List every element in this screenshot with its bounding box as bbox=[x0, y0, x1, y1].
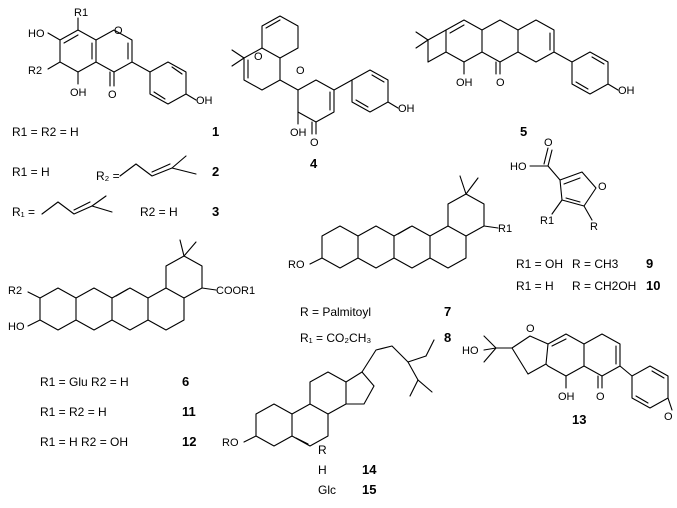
caption-10-b: R = CH2OH bbox=[572, 279, 636, 293]
coor1-label: COOR1 bbox=[216, 285, 255, 297]
oh-label: OH bbox=[558, 391, 575, 403]
compound-number-14: 14 bbox=[362, 462, 377, 477]
compound-number-12: 12 bbox=[182, 434, 196, 449]
r1-label: R1 bbox=[540, 215, 554, 227]
r1-label: R1 bbox=[498, 223, 512, 235]
oh-label: OH bbox=[618, 85, 635, 97]
o-label: O bbox=[310, 137, 319, 149]
compound-number-4: 4 bbox=[310, 156, 318, 171]
compound-number-10: 10 bbox=[646, 278, 660, 293]
caption-2: R1 = H bbox=[12, 165, 50, 179]
o-label: O bbox=[296, 65, 305, 77]
caption-6: R1 = Glu R2 = H bbox=[40, 375, 129, 389]
ho-label: HO bbox=[8, 321, 25, 333]
o-label: O bbox=[596, 391, 605, 403]
caption-14: H bbox=[318, 463, 327, 477]
structure-1-3 bbox=[47, 17, 197, 105]
prenyl-group bbox=[119, 155, 197, 177]
caption-11: R1 = R2 = H bbox=[40, 405, 107, 419]
compound-number-1: 1 bbox=[212, 124, 219, 139]
compound-number-8: 8 bbox=[444, 330, 451, 345]
o-label: O bbox=[114, 25, 123, 37]
o-label: O bbox=[598, 181, 607, 193]
o-label: O bbox=[108, 89, 117, 101]
structure-9-10 bbox=[529, 147, 597, 221]
structure-7-8 bbox=[309, 175, 499, 269]
ro-label: RO bbox=[222, 437, 239, 449]
structure-14-15 bbox=[243, 339, 435, 447]
o-label: O bbox=[526, 323, 535, 335]
compound-number-5: 5 bbox=[520, 124, 527, 139]
compound-number-3: 3 bbox=[212, 204, 219, 219]
caption-15: Glc bbox=[318, 483, 336, 497]
ho-label: HO bbox=[28, 28, 45, 40]
caption-3-b: R2 = H bbox=[140, 205, 178, 219]
caption-1: R1 = R2 = H bbox=[12, 125, 79, 139]
o-label: O bbox=[496, 77, 505, 89]
prenyl-group bbox=[41, 195, 113, 215]
caption-9: R1 = OH bbox=[516, 257, 563, 271]
structure-4 bbox=[231, 15, 399, 135]
r1-label: R1 bbox=[74, 7, 88, 19]
ho-label: HO bbox=[510, 161, 527, 173]
r2-label: R2 bbox=[8, 285, 22, 297]
compound-number-9: 9 bbox=[646, 256, 653, 271]
ho-label: HO bbox=[462, 345, 479, 357]
sterol-header: R bbox=[318, 443, 327, 457]
caption-9-b: R = CH3 bbox=[572, 257, 619, 271]
oh-label: O bbox=[664, 411, 673, 423]
caption-7: R = Palmitoyl bbox=[300, 305, 371, 319]
structure-13 bbox=[483, 333, 673, 411]
caption-3: R₁ = bbox=[12, 205, 35, 219]
oh-label: OH bbox=[70, 87, 87, 99]
compound-number-11: 11 bbox=[182, 404, 196, 419]
oh-label: OH bbox=[290, 127, 307, 139]
oh-label: OH bbox=[398, 103, 415, 115]
compound-number-15: 15 bbox=[362, 482, 376, 497]
caption-10: R1 = H bbox=[516, 279, 554, 293]
caption-12: R1 = H R2 = OH bbox=[40, 435, 128, 449]
structure-6-11-12 bbox=[27, 239, 217, 331]
oh-label: OH bbox=[196, 95, 213, 107]
caption-8: R₁ = CO₂CH₃ bbox=[300, 331, 371, 345]
o-label: O bbox=[254, 51, 263, 63]
r2-label: R2 bbox=[28, 65, 42, 77]
compound-number-13: 13 bbox=[572, 412, 586, 427]
r-label: R bbox=[590, 221, 598, 233]
structure-5 bbox=[415, 19, 619, 95]
ro-label: RO bbox=[288, 259, 305, 271]
caption-2-r2: R₂ = bbox=[96, 169, 120, 183]
compound-number-6: 6 bbox=[182, 374, 189, 389]
compound-number-2: 2 bbox=[212, 164, 219, 179]
o-label: O bbox=[544, 137, 553, 149]
compound-number-7: 7 bbox=[444, 304, 451, 319]
oh-label: OH bbox=[456, 77, 473, 89]
